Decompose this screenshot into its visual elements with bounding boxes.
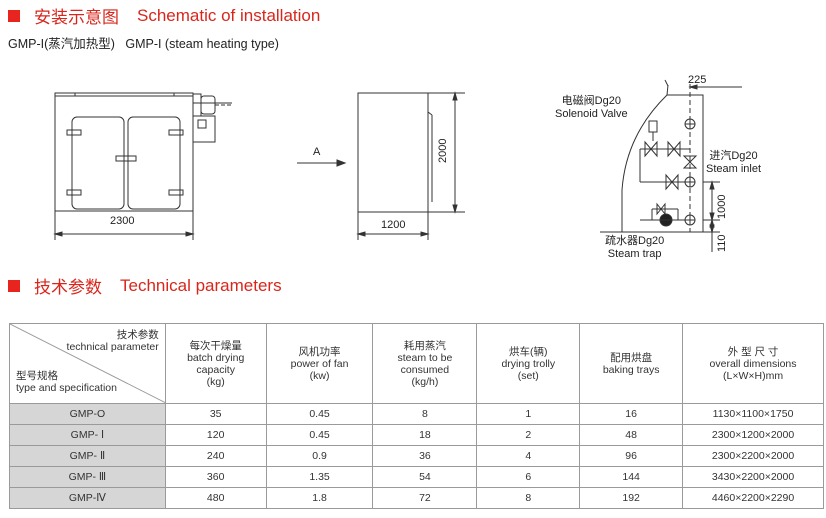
table-cell: 18 xyxy=(372,424,478,446)
model-cell: GMP-O xyxy=(9,403,166,425)
section-title-cn: 技术参数 xyxy=(34,278,102,297)
view-arrow-label: A xyxy=(313,146,321,158)
table-cell: 360 xyxy=(164,466,267,488)
piping-dim-110: 110 xyxy=(716,234,728,252)
steam-trap-label: 疏水器Dg20 Steam trap xyxy=(605,235,664,261)
solenoid-label-en: Solenoid Valve xyxy=(555,108,628,120)
table-cell: 48 xyxy=(579,424,684,446)
table-cell: 4 xyxy=(476,445,581,467)
section-title-en: Schematic of installation xyxy=(137,5,321,25)
piping-dim-1000: 1000 xyxy=(716,194,728,219)
table-cell: 2 xyxy=(476,424,581,446)
table-cell: 72 xyxy=(372,487,478,509)
table-cell: 1.35 xyxy=(265,466,374,488)
table-cell: 4460×2200×2290 xyxy=(682,487,824,509)
table-row: GMP- Ⅲ 360 1.35 54 6 144 3430×2200×2000 xyxy=(9,466,824,488)
table-cell: 8 xyxy=(476,487,581,509)
section-heading-technical: 技术参数 Technical parameters xyxy=(8,273,282,298)
model-cell: GMP- Ⅲ xyxy=(9,466,166,488)
corner-bottom-label: 型号规格 type and specification xyxy=(16,370,117,394)
solenoid-label-cn: 电磁阀Dg20 xyxy=(561,95,621,107)
steam-inlet-label-cn: 进汽Dg20 xyxy=(709,150,758,162)
table-row: GMP- Ⅰ 120 0.45 18 2 48 2300×1200×2000 xyxy=(9,424,824,446)
table-row: GMP-Ⅳ 480 1.8 72 8 192 4460×2200×2290 xyxy=(9,487,824,509)
table-cell: 144 xyxy=(579,466,684,488)
table-cell: 240 xyxy=(164,445,267,467)
corner-bottom-cn: 型号规格 xyxy=(16,370,58,382)
table-cell: 0.45 xyxy=(265,424,374,446)
model-subtitle: GMP-I(蒸汽加热型) GMP-I (steam heating type) xyxy=(8,37,279,51)
steam-trap-label-cn: 疏水器Dg20 xyxy=(605,235,665,247)
table-cell: 192 xyxy=(579,487,684,509)
installation-drawing xyxy=(53,79,742,252)
table-cell: 8 xyxy=(372,403,478,425)
front-view-outline xyxy=(54,92,232,212)
solenoid-label: 电磁阀Dg20 Solenoid Valve xyxy=(555,95,628,121)
corner-top-label: 技术参数 technical parameter xyxy=(67,329,159,353)
table-cell: 3430×2200×2000 xyxy=(682,466,824,488)
corner-bottom-en: type and specification xyxy=(16,382,117,394)
table-cell: 1130×1100×1750 xyxy=(682,403,824,425)
side-depth-dimension: 1200 xyxy=(381,219,406,231)
table-cell: 36 xyxy=(372,445,478,467)
front-width-dimension: 2300 xyxy=(110,215,135,227)
table-cell: 120 xyxy=(164,424,267,446)
table-cell: 480 xyxy=(164,487,267,509)
diagonal-divider xyxy=(10,324,166,403)
table-cell: 6 xyxy=(476,466,581,488)
table-cell: 1.8 xyxy=(265,487,374,509)
technical-parameters-table: 技术参数 technical parameter 型号规格 type and s… xyxy=(9,323,824,509)
side-height-dimension: 2000 xyxy=(437,138,449,163)
corner-top-cn: 技术参数 xyxy=(116,329,159,341)
table-cell: 0.9 xyxy=(265,445,374,467)
table-row: GMP- Ⅱ 240 0.9 36 4 96 2300×2200×2000 xyxy=(9,445,824,467)
model-cell: GMP- Ⅱ xyxy=(9,445,166,467)
table-cell: 1 xyxy=(476,403,581,425)
red-square-marker xyxy=(8,9,20,22)
table-cell: 35 xyxy=(164,403,267,425)
section-title-cn: 安装示意图 xyxy=(34,8,119,27)
table-cell: 96 xyxy=(579,445,684,467)
table-header-row: 技术参数 technical parameter 型号规格 type and s… xyxy=(9,323,824,404)
corner-top-en: technical parameter xyxy=(66,341,159,353)
section-title-en: Technical parameters xyxy=(120,275,282,295)
table-cell: 0.45 xyxy=(265,403,374,425)
model-cell: GMP- Ⅰ xyxy=(9,424,166,446)
steam-inlet-label: 进汽Dg20 Steam inlet xyxy=(706,150,761,176)
steam-inlet-label-en: Steam inlet xyxy=(706,163,762,175)
table-cell: 2300×2200×2000 xyxy=(682,445,824,467)
red-square-marker xyxy=(8,279,20,292)
table-cell: 2300×1200×2000 xyxy=(682,424,824,446)
column-header: 烘车(辆)drying trolly(set) xyxy=(476,323,581,404)
table-row: GMP-O 35 0.45 8 1 16 1130×1100×1750 xyxy=(9,403,824,425)
section-heading-installation: 安装示意图 Schematic of installation xyxy=(8,3,320,28)
corner-header-cell: 技术参数 technical parameter 型号规格 type and s… xyxy=(9,323,166,404)
steam-trap-label-en: Steam trap xyxy=(607,248,662,260)
model-cell: GMP-Ⅳ xyxy=(9,487,166,509)
piping-dim-225: 225 xyxy=(688,74,707,86)
table-cell: 54 xyxy=(372,466,478,488)
table-cell: 16 xyxy=(579,403,684,425)
